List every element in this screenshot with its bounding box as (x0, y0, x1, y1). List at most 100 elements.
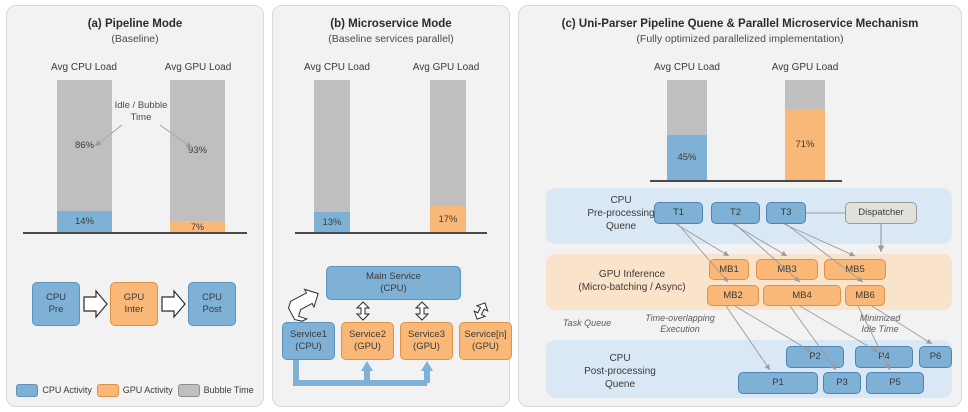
idle-line1: Minimized (859, 313, 901, 323)
postproc-line1: CPU (609, 353, 631, 364)
legend-item-cpu-activity: CPU Activity (16, 383, 92, 397)
bar-gpu-c-idle (785, 80, 825, 109)
bar-cpu-b: 13% (314, 80, 350, 232)
bar-label-gpu-a: Avg GPU Load (164, 62, 232, 73)
flow-box-cpu-post: CPU Post (188, 282, 236, 326)
region-gpu-inference-label: GPU Inference (Micro-batching / Async) (552, 268, 712, 294)
service-box-3-line1: Service3 (408, 329, 445, 341)
overlap-line2: Execution (660, 324, 700, 335)
legend-label-cpu-activity: CPU Activity (42, 385, 92, 395)
bar-label-gpu-c: Avg GPU Load (771, 62, 839, 73)
idle-line2: Idle Time (861, 324, 899, 335)
service-box-2: Service2 (GPU) (341, 322, 394, 360)
main-service-line1: Main Service (366, 271, 421, 283)
panel-c-title: (c) Uni-Parser Pipeline Quene & Parallel… (561, 18, 919, 30)
bar-gpu-b: 17% (430, 80, 466, 232)
idle-bubble-annotation: Idle / Bubble Time (103, 100, 179, 124)
microbatch-box-mb6: MB6 (845, 285, 885, 306)
annotation-minimized-idle: Minimized Idle Time (845, 313, 915, 336)
legend-label-bubble-time: Bubble Time (203, 385, 254, 395)
bar-gpu-a: 93% 7% (170, 80, 225, 232)
preproc-line3: Quene (605, 221, 637, 232)
panel-a-title: (a) Pipeline Mode (87, 18, 183, 30)
flow-box-cpu-post-line1: CPU (201, 292, 223, 304)
legend-swatch-gpu-activity (96, 383, 119, 397)
service-box-2-line2: (GPU) (354, 341, 381, 352)
bar-gpu-c-active: 71% (785, 109, 825, 180)
bar-cpu-a-active: 14% (57, 210, 112, 232)
legend-item-gpu-activity: GPU Activity (96, 383, 173, 397)
legend-item-bubble-time: Bubble Time (177, 383, 254, 397)
panel-c-subtitle: (Fully optimized parallelized implementa… (636, 33, 844, 45)
microbatch-box-mb5: MB5 (824, 259, 886, 280)
panel-a-subtitle: (Baseline) (111, 33, 159, 45)
bar-cpu-c: 45% (667, 80, 707, 180)
annotation-time-overlapping: Time-overlapping Execution (625, 313, 735, 336)
task-box-t1: T1 (654, 202, 703, 224)
baseline-c (650, 180, 842, 182)
overlap-line1: Time-overlapping (645, 313, 715, 323)
post-box-p5: P5 (866, 372, 924, 394)
annotation-task-queue: Task Queue (562, 318, 612, 328)
region-cpu-preprocessing-label: CPU Pre-processing Quene (556, 194, 686, 233)
flow-box-cpu-post-line2: Post (202, 304, 222, 315)
idle-bubble-line1: Idle / Bubble (114, 100, 168, 111)
preproc-line1: CPU (610, 195, 632, 206)
service-box-n: Service[n] (GPU) (459, 322, 512, 360)
bar-cpu-b-active: 13% (314, 212, 350, 232)
flow-box-cpu-pre-line2: Pre (48, 304, 64, 315)
task-box-t2: T2 (711, 202, 760, 224)
bar-label-cpu-b: Avg CPU Load (304, 62, 370, 73)
post-box-p3: P3 (823, 372, 861, 394)
post-box-p1: P1 (738, 372, 818, 394)
flow-box-gpu-infer-line1: GPU (123, 292, 145, 304)
post-box-p6: P6 (919, 346, 952, 368)
gpu-inference-line1: GPU Inference (598, 269, 666, 280)
microbatch-box-mb4: MB4 (763, 285, 841, 306)
postproc-line2: Post-processing (584, 366, 656, 377)
microbatch-box-mb1: MB1 (709, 259, 749, 280)
service-box-3-line2: (GPU) (413, 341, 440, 352)
service-box-3: Service3 (GPU) (400, 322, 453, 360)
bar-gpu-a-idle: 93% (170, 80, 225, 222)
bar-cpu-b-idle (314, 80, 350, 213)
flow-box-gpu-infer-line2: Inter (124, 304, 144, 315)
main-service-line2: (CPU) (380, 283, 407, 294)
postproc-line3: Quene (604, 379, 636, 390)
service-box-2-line1: Service2 (349, 329, 386, 341)
task-box-t3: T3 (766, 202, 806, 224)
baseline-a (23, 232, 247, 234)
microbatch-box-mb2: MB2 (707, 285, 759, 306)
bar-gpu-b-idle (430, 80, 466, 207)
service-box-1: Service1 (CPU) (282, 322, 335, 360)
bar-cpu-c-idle (667, 80, 707, 135)
microbatch-box-mb3: MB3 (756, 259, 818, 280)
service-box-1-line2: (CPU) (295, 341, 322, 352)
region-cpu-postprocessing-label: CPU Post-processing Quene (550, 352, 690, 391)
baseline-b (295, 232, 487, 234)
flow-box-cpu-pre: CPU Pre (32, 282, 80, 326)
bar-label-gpu-b: Avg GPU Load (412, 62, 480, 73)
bar-label-cpu-a: Avg CPU Load (51, 62, 117, 73)
panel-b-title: (b) Microservice Mode (330, 18, 452, 30)
post-box-p4: P4 (855, 346, 913, 368)
post-box-p2: P2 (786, 346, 844, 368)
panel-b-subtitle: (Baseline services parallel) (328, 33, 454, 45)
dispatcher-box: Dispatcher (845, 202, 917, 224)
service-box-n-line2: (GPU) (472, 341, 499, 352)
gpu-inference-line2: (Micro-batching / Async) (578, 282, 686, 293)
bar-gpu-a-active: 7% (170, 221, 225, 232)
preproc-line2: Pre-processing (587, 208, 655, 219)
bar-gpu-c: 71% (785, 80, 825, 180)
legend: CPU Activity GPU Activity Bubble Time (14, 378, 256, 402)
bar-label-cpu-c: Avg CPU Load (654, 62, 720, 73)
legend-label-gpu-activity: GPU Activity (122, 385, 173, 395)
flow-box-gpu-infer: GPU Inter (110, 282, 158, 326)
bar-cpu-c-active: 45% (667, 135, 707, 180)
service-box-n-line1: Service[n] (464, 329, 507, 341)
legend-swatch-cpu-activity (16, 383, 39, 397)
main-service-box: Main Service (CPU) (326, 266, 461, 300)
bar-gpu-b-active: 17% (430, 206, 466, 232)
flow-box-cpu-pre-line1: CPU (45, 292, 67, 304)
legend-swatch-bubble-time (177, 383, 200, 397)
